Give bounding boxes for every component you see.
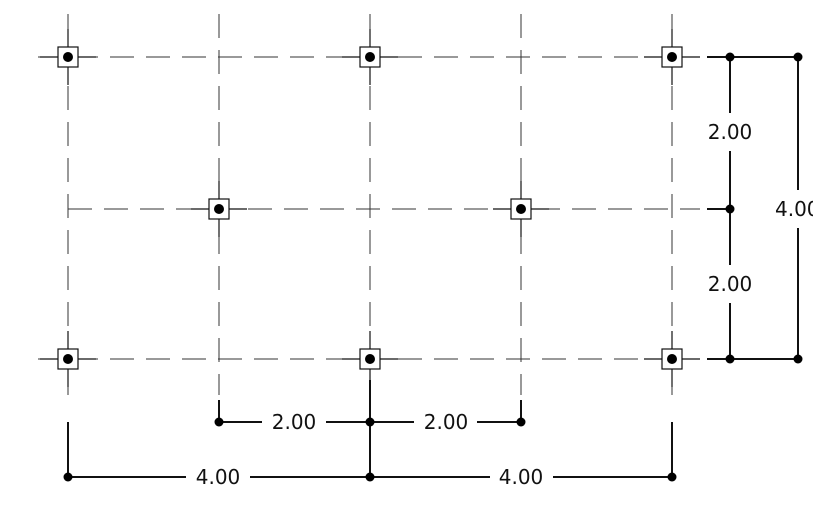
marker-dot xyxy=(214,204,224,214)
right-dimensions: 2.00 2.00 4.00 xyxy=(707,52,813,364)
point-marker xyxy=(40,29,96,85)
point-marker xyxy=(644,331,700,387)
dim-dot xyxy=(63,472,73,482)
point-markers xyxy=(40,29,700,387)
dim-label-right-upper: 2.00 xyxy=(708,120,753,144)
grid-lines xyxy=(38,14,700,395)
dim-dot xyxy=(667,472,677,482)
marker-dot xyxy=(667,354,677,364)
dim-label-right-outer: 4.00 xyxy=(775,197,813,221)
dim-dot xyxy=(214,417,224,427)
dim-label-bottom-inner-left: 2.00 xyxy=(272,410,317,434)
dim-dot xyxy=(793,52,803,62)
point-marker xyxy=(342,331,398,387)
marker-dot xyxy=(365,354,375,364)
dim-dot xyxy=(365,417,375,427)
point-marker xyxy=(40,331,96,387)
dim-label-right-lower: 2.00 xyxy=(708,272,753,296)
dim-dot xyxy=(725,204,735,214)
marker-dot xyxy=(516,204,526,214)
marker-dot xyxy=(63,354,73,364)
dim-label-bottom-outer-right: 4.00 xyxy=(499,465,544,489)
marker-dot xyxy=(365,52,375,62)
point-marker xyxy=(191,181,247,237)
dim-dot xyxy=(365,472,375,482)
dim-label-bottom-outer-left: 4.00 xyxy=(196,465,241,489)
dim-label-bottom-inner-right: 2.00 xyxy=(424,410,469,434)
point-marker xyxy=(644,29,700,85)
bottom-dimensions: 2.00 2.00 4.00 4.00 xyxy=(63,380,677,489)
point-marker xyxy=(342,29,398,85)
dim-dot xyxy=(793,354,803,364)
dim-dot xyxy=(725,354,735,364)
dim-dot xyxy=(516,417,526,427)
marker-dot xyxy=(667,52,677,62)
marker-dot xyxy=(63,52,73,62)
point-marker xyxy=(493,181,549,237)
dim-dot xyxy=(725,52,735,62)
